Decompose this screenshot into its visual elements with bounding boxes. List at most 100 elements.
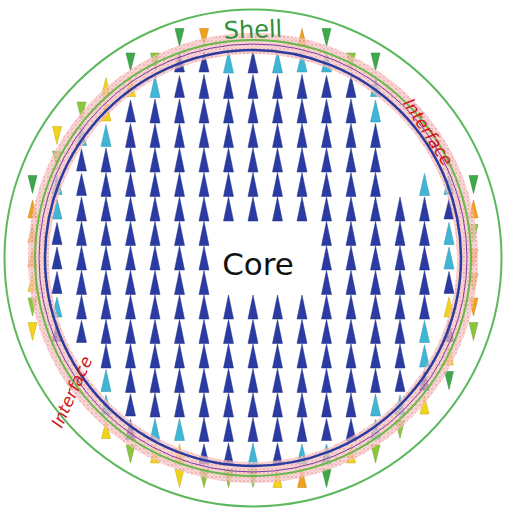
spin-arrow <box>126 394 136 416</box>
spin-arrow <box>199 295 209 319</box>
spin-arrow <box>346 197 356 221</box>
spin-arrow <box>273 393 283 417</box>
spin-arrow <box>444 223 454 245</box>
spin-arrow <box>395 295 405 319</box>
spin-arrow <box>150 393 160 417</box>
spin-arrow <box>77 222 87 246</box>
spin-arrow <box>346 99 356 123</box>
spin-arrow <box>199 246 209 270</box>
spin-arrow <box>322 393 332 417</box>
spin-arrow <box>395 197 405 221</box>
spin-arrow <box>322 470 331 488</box>
spin-arrow <box>199 148 209 172</box>
core-label: Core <box>222 247 294 281</box>
spin-arrow <box>175 197 185 221</box>
spin-arrow <box>322 419 332 441</box>
spin-arrow <box>297 393 307 417</box>
spin-arrow <box>322 369 332 393</box>
spin-arrow <box>322 99 332 123</box>
spin-arrow <box>53 127 62 145</box>
spin-arrow <box>445 372 454 390</box>
spin-arrow <box>150 271 160 295</box>
spin-arrow <box>395 344 405 368</box>
spin-arrow <box>199 418 209 442</box>
spin-arrow <box>199 99 209 123</box>
spin-arrow <box>297 75 307 99</box>
spin-arrow <box>224 124 234 148</box>
spin-arrow <box>175 393 185 417</box>
spin-arrow <box>420 174 430 196</box>
spin-arrow <box>420 295 430 319</box>
spin-arrow <box>175 222 185 246</box>
spin-arrow <box>175 148 185 172</box>
spin-arrow <box>126 222 136 246</box>
interface-ring <box>28 33 478 483</box>
spin-arrow <box>371 173 381 197</box>
spin-arrow <box>150 344 160 368</box>
spin-arrow <box>224 197 234 221</box>
spin-arrow <box>248 344 258 368</box>
spin-arrow <box>224 295 234 319</box>
spin-arrow <box>175 29 184 47</box>
spin-arrow <box>297 295 307 319</box>
spin-arrow <box>469 176 478 194</box>
spin-arrow <box>273 173 283 197</box>
spin-arrow <box>126 320 136 344</box>
spin-arrow <box>175 295 185 319</box>
spin-arrow <box>126 295 136 319</box>
spin-arrow <box>150 295 160 319</box>
spin-arrow <box>371 148 381 172</box>
spin-arrow <box>273 124 283 148</box>
spin-arrow <box>248 197 258 221</box>
spin-arrow <box>297 320 307 344</box>
spin-arrow <box>199 393 209 417</box>
spin-arrow <box>420 246 430 270</box>
spin-arrow <box>224 369 234 393</box>
spin-arrow <box>297 369 307 393</box>
spin-arrow <box>126 369 136 393</box>
spin-arrow <box>322 320 332 344</box>
spin-arrow <box>101 197 111 221</box>
spin-arrow <box>101 320 111 344</box>
spin-arrow <box>224 148 234 172</box>
spin-arrow <box>28 323 37 341</box>
spin-arrow <box>371 344 381 368</box>
spin-arrow <box>175 246 185 270</box>
spin-arrow <box>224 418 234 442</box>
spin-arrow <box>175 76 185 98</box>
spin-arrow <box>101 148 111 172</box>
spin-arrow <box>297 124 307 148</box>
spin-arrow <box>175 369 185 393</box>
spin-arrow <box>371 124 381 148</box>
spin-arrow <box>199 173 209 197</box>
spin-arrow <box>101 295 111 319</box>
spin-arrow <box>199 222 209 246</box>
spin-arrow <box>371 394 381 416</box>
spin-arrow <box>322 197 332 221</box>
shell-boundary <box>5 10 502 507</box>
spin-arrow <box>101 222 111 246</box>
spin-arrow <box>346 173 356 197</box>
spin-arrow <box>297 99 307 123</box>
spin-arrow <box>77 197 87 221</box>
spin-arrow <box>126 197 136 221</box>
spin-arrow <box>199 197 209 221</box>
spin-arrow <box>126 271 136 295</box>
spin-arrow <box>248 51 258 73</box>
spin-arrow <box>469 323 478 341</box>
spin-arrow <box>248 393 258 417</box>
spin-arrow <box>248 295 258 319</box>
spin-arrow <box>150 320 160 344</box>
spin-arrow <box>175 344 185 368</box>
spin-arrow <box>150 222 160 246</box>
spin-arrow <box>248 369 258 393</box>
spin-arrow <box>248 418 258 442</box>
spin-arrow <box>248 173 258 197</box>
spin-arrow <box>224 173 234 197</box>
spin-arrow <box>322 222 332 246</box>
spin-arrow <box>273 320 283 344</box>
spin-arrow <box>224 320 234 344</box>
spin-arrow <box>52 272 62 294</box>
spin-arrow <box>150 173 160 197</box>
